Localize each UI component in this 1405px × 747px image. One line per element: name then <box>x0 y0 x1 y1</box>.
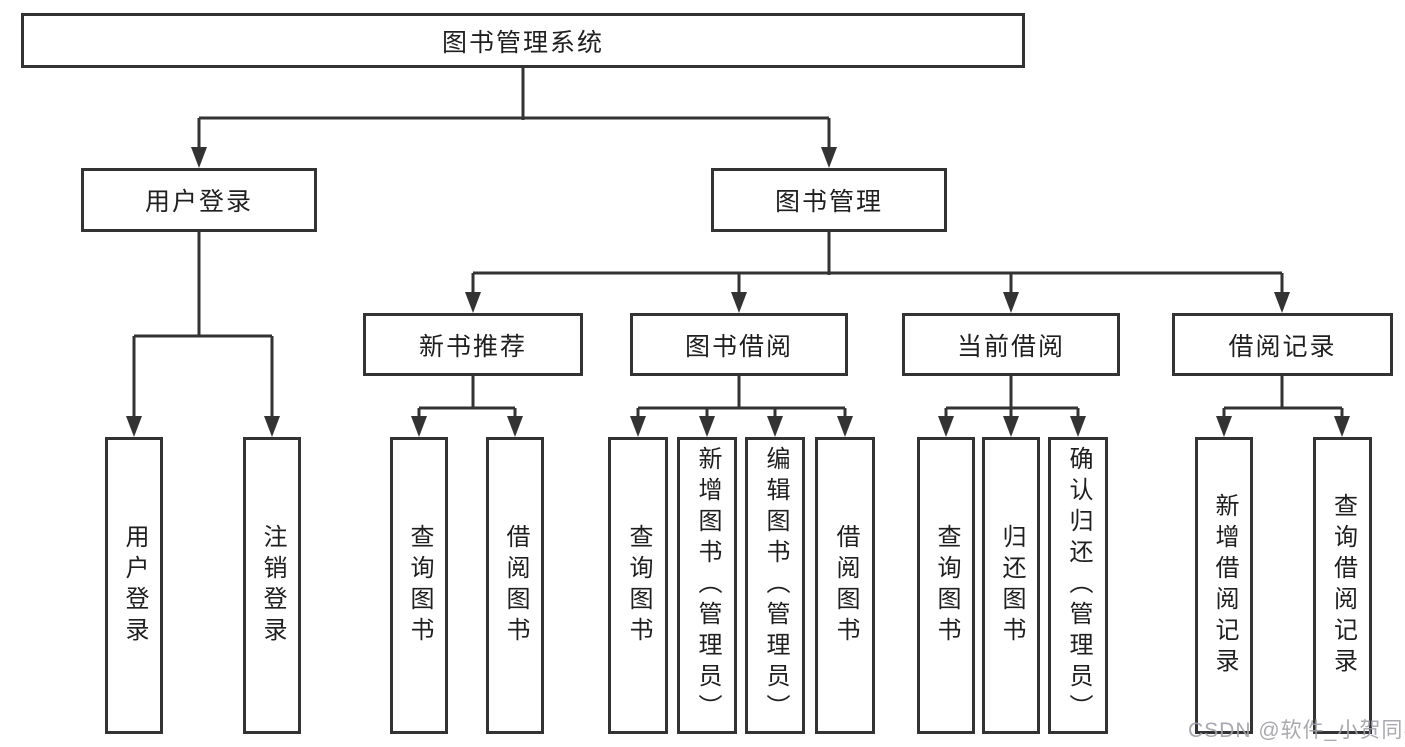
leaf-add-book-admin: 新增图书（管理员） <box>677 437 737 734</box>
leaf-add-borrow-record: 新增借阅记录 <box>1195 437 1253 734</box>
leaf-borrow-book-1: 借阅图书 <box>486 437 544 734</box>
leaf-query-borrow-record: 查询借阅记录 <box>1313 437 1372 734</box>
node-user-login: 用户登录 <box>81 168 317 232</box>
node-root-system: 图书管理系统 <box>21 13 1025 68</box>
leaf-edit-book-admin: 编辑图书（管理员） <box>745 437 805 734</box>
node-book-borrow: 图书借阅 <box>630 313 848 376</box>
leaf-return-book: 归还图书 <box>982 437 1040 734</box>
leaf-query-book-1: 查询图书 <box>390 437 448 734</box>
node-current-borrow: 当前借阅 <box>902 313 1120 376</box>
leaf-query-book-3: 查询图书 <box>917 437 975 734</box>
node-new-book-recommend: 新书推荐 <box>363 313 583 376</box>
leaf-confirm-return-admin: 确认归还（管理员） <box>1048 437 1108 734</box>
leaf-user-login: 用户登录 <box>105 437 163 734</box>
node-borrow-record: 借阅记录 <box>1172 313 1393 376</box>
leaf-borrow-book-2: 借阅图书 <box>815 437 875 734</box>
leaf-logout: 注销登录 <box>243 437 301 734</box>
csdn-watermark: CSDN @软件_小贺同学 <box>1188 719 1405 742</box>
node-book-management: 图书管理 <box>711 168 947 232</box>
leaf-query-book-2: 查询图书 <box>608 437 668 734</box>
